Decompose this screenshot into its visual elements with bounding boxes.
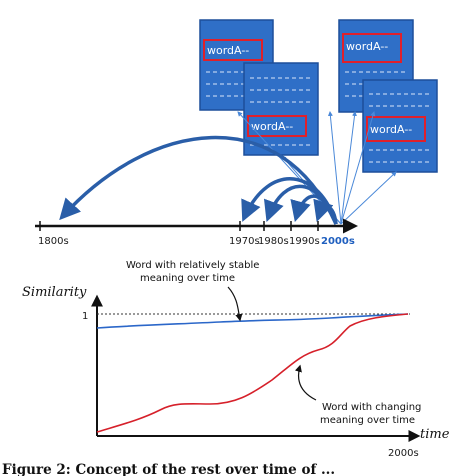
timeline-current-label: 2000s <box>321 236 355 247</box>
stable-meaning-line <box>96 313 409 329</box>
timeline-tick-label: 1980s <box>258 236 289 247</box>
document-word: wordA-- <box>370 123 412 136</box>
word-highlight-box <box>342 33 402 63</box>
document-cards: wordA-- wordA-- wordA-- <box>199 19 438 173</box>
changing-annotation-line-1: Word with changing <box>322 402 421 413</box>
word-highlight-box <box>366 116 426 142</box>
x-end-label: 2000s <box>388 448 419 459</box>
timeline-tick-label: 1800s <box>38 236 69 247</box>
similarity-plot: Similarity time 1 2000s Word with relati… <box>22 260 450 459</box>
document-card: wordA-- <box>362 79 438 173</box>
changing-annotation-arrow <box>294 364 317 401</box>
word-highlight-box <box>203 39 263 61</box>
document-word: wordA-- <box>207 44 249 57</box>
timeline: 1800s 1970s 1980s 1990s 2000s <box>35 218 358 247</box>
word-highlight-box <box>247 115 307 137</box>
timeline-tick-label: 1990s <box>289 236 320 247</box>
figure-caption: Figure 2: Concept of the rest over time … <box>2 462 335 476</box>
y-axis-label: Similarity <box>22 285 87 300</box>
arc-small <box>313 198 338 225</box>
document-card: wordA-- <box>243 62 319 156</box>
document-word: wordA-- <box>346 40 388 53</box>
y-max-label: 1 <box>82 311 88 322</box>
time-arcs <box>59 135 338 225</box>
x-axis-label: time <box>420 427 450 442</box>
document-word: wordA-- <box>251 120 293 133</box>
stable-annotation-line-1: Word with relatively stable <box>126 260 259 271</box>
stable-annotation-line-2: meaning over time <box>140 273 235 284</box>
timeline-tick-label: 1970s <box>229 236 260 247</box>
arc-to-1800s <box>59 135 338 225</box>
stable-annotation-arrow <box>227 286 243 322</box>
changing-annotation-line-2: meaning over time <box>320 415 415 426</box>
changing-meaning-line <box>96 313 409 433</box>
